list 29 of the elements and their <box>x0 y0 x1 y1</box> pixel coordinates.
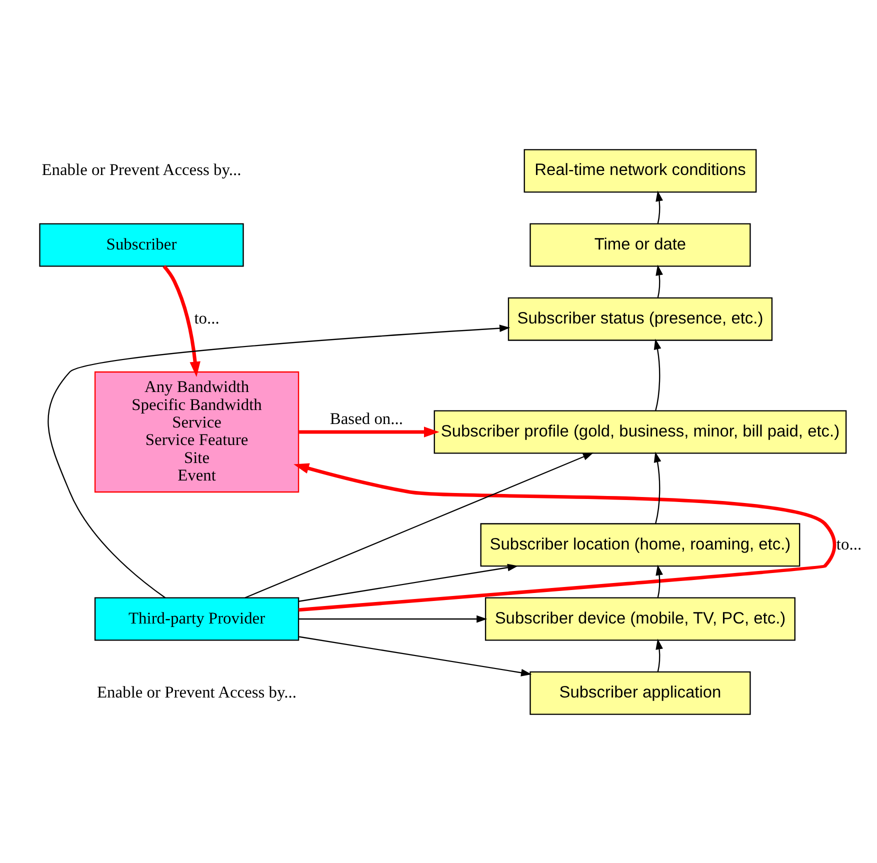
arrow <box>299 426 440 437</box>
arrow <box>298 614 488 622</box>
arrow <box>162 264 200 377</box>
node-box: Subscriber device (mobile, TV, PC, etc.) <box>484 596 796 640</box>
arrow <box>656 190 663 224</box>
arrow <box>298 563 518 602</box>
label: Enable or Prevent Access by... <box>97 682 297 701</box>
node-box: Subscriber application <box>530 670 751 714</box>
arrow <box>298 636 532 676</box>
arrow <box>294 462 836 612</box>
edge-label: to... <box>836 534 862 553</box>
edge-label: to... <box>194 308 220 327</box>
arrow <box>654 338 662 410</box>
arrow <box>656 564 663 598</box>
arrow <box>656 264 663 298</box>
arrow <box>654 451 662 524</box>
arrow <box>656 638 663 672</box>
label: Enable or Prevent Access by... <box>42 160 242 179</box>
node-box: Subscriber status (presence, etc.) <box>508 296 773 340</box>
edge-label: Based on... <box>330 408 404 428</box>
node-box: Any Bandwidth Specific Bandwidth Service Service Feature Site Event <box>94 370 300 492</box>
node-box: Subscriber profile (gold, business, minor, bill paid, etc.) <box>434 410 847 454</box>
node-box: Third-party Provider <box>94 596 300 640</box>
node-box: Subscriber location (home, roaming, etc.) <box>480 522 800 566</box>
node-box: Subscriber <box>39 222 244 266</box>
node-box: Real-time network conditions <box>524 148 757 192</box>
arrow <box>48 324 510 598</box>
node-box: Time or date <box>530 222 751 266</box>
arrow <box>244 452 594 598</box>
